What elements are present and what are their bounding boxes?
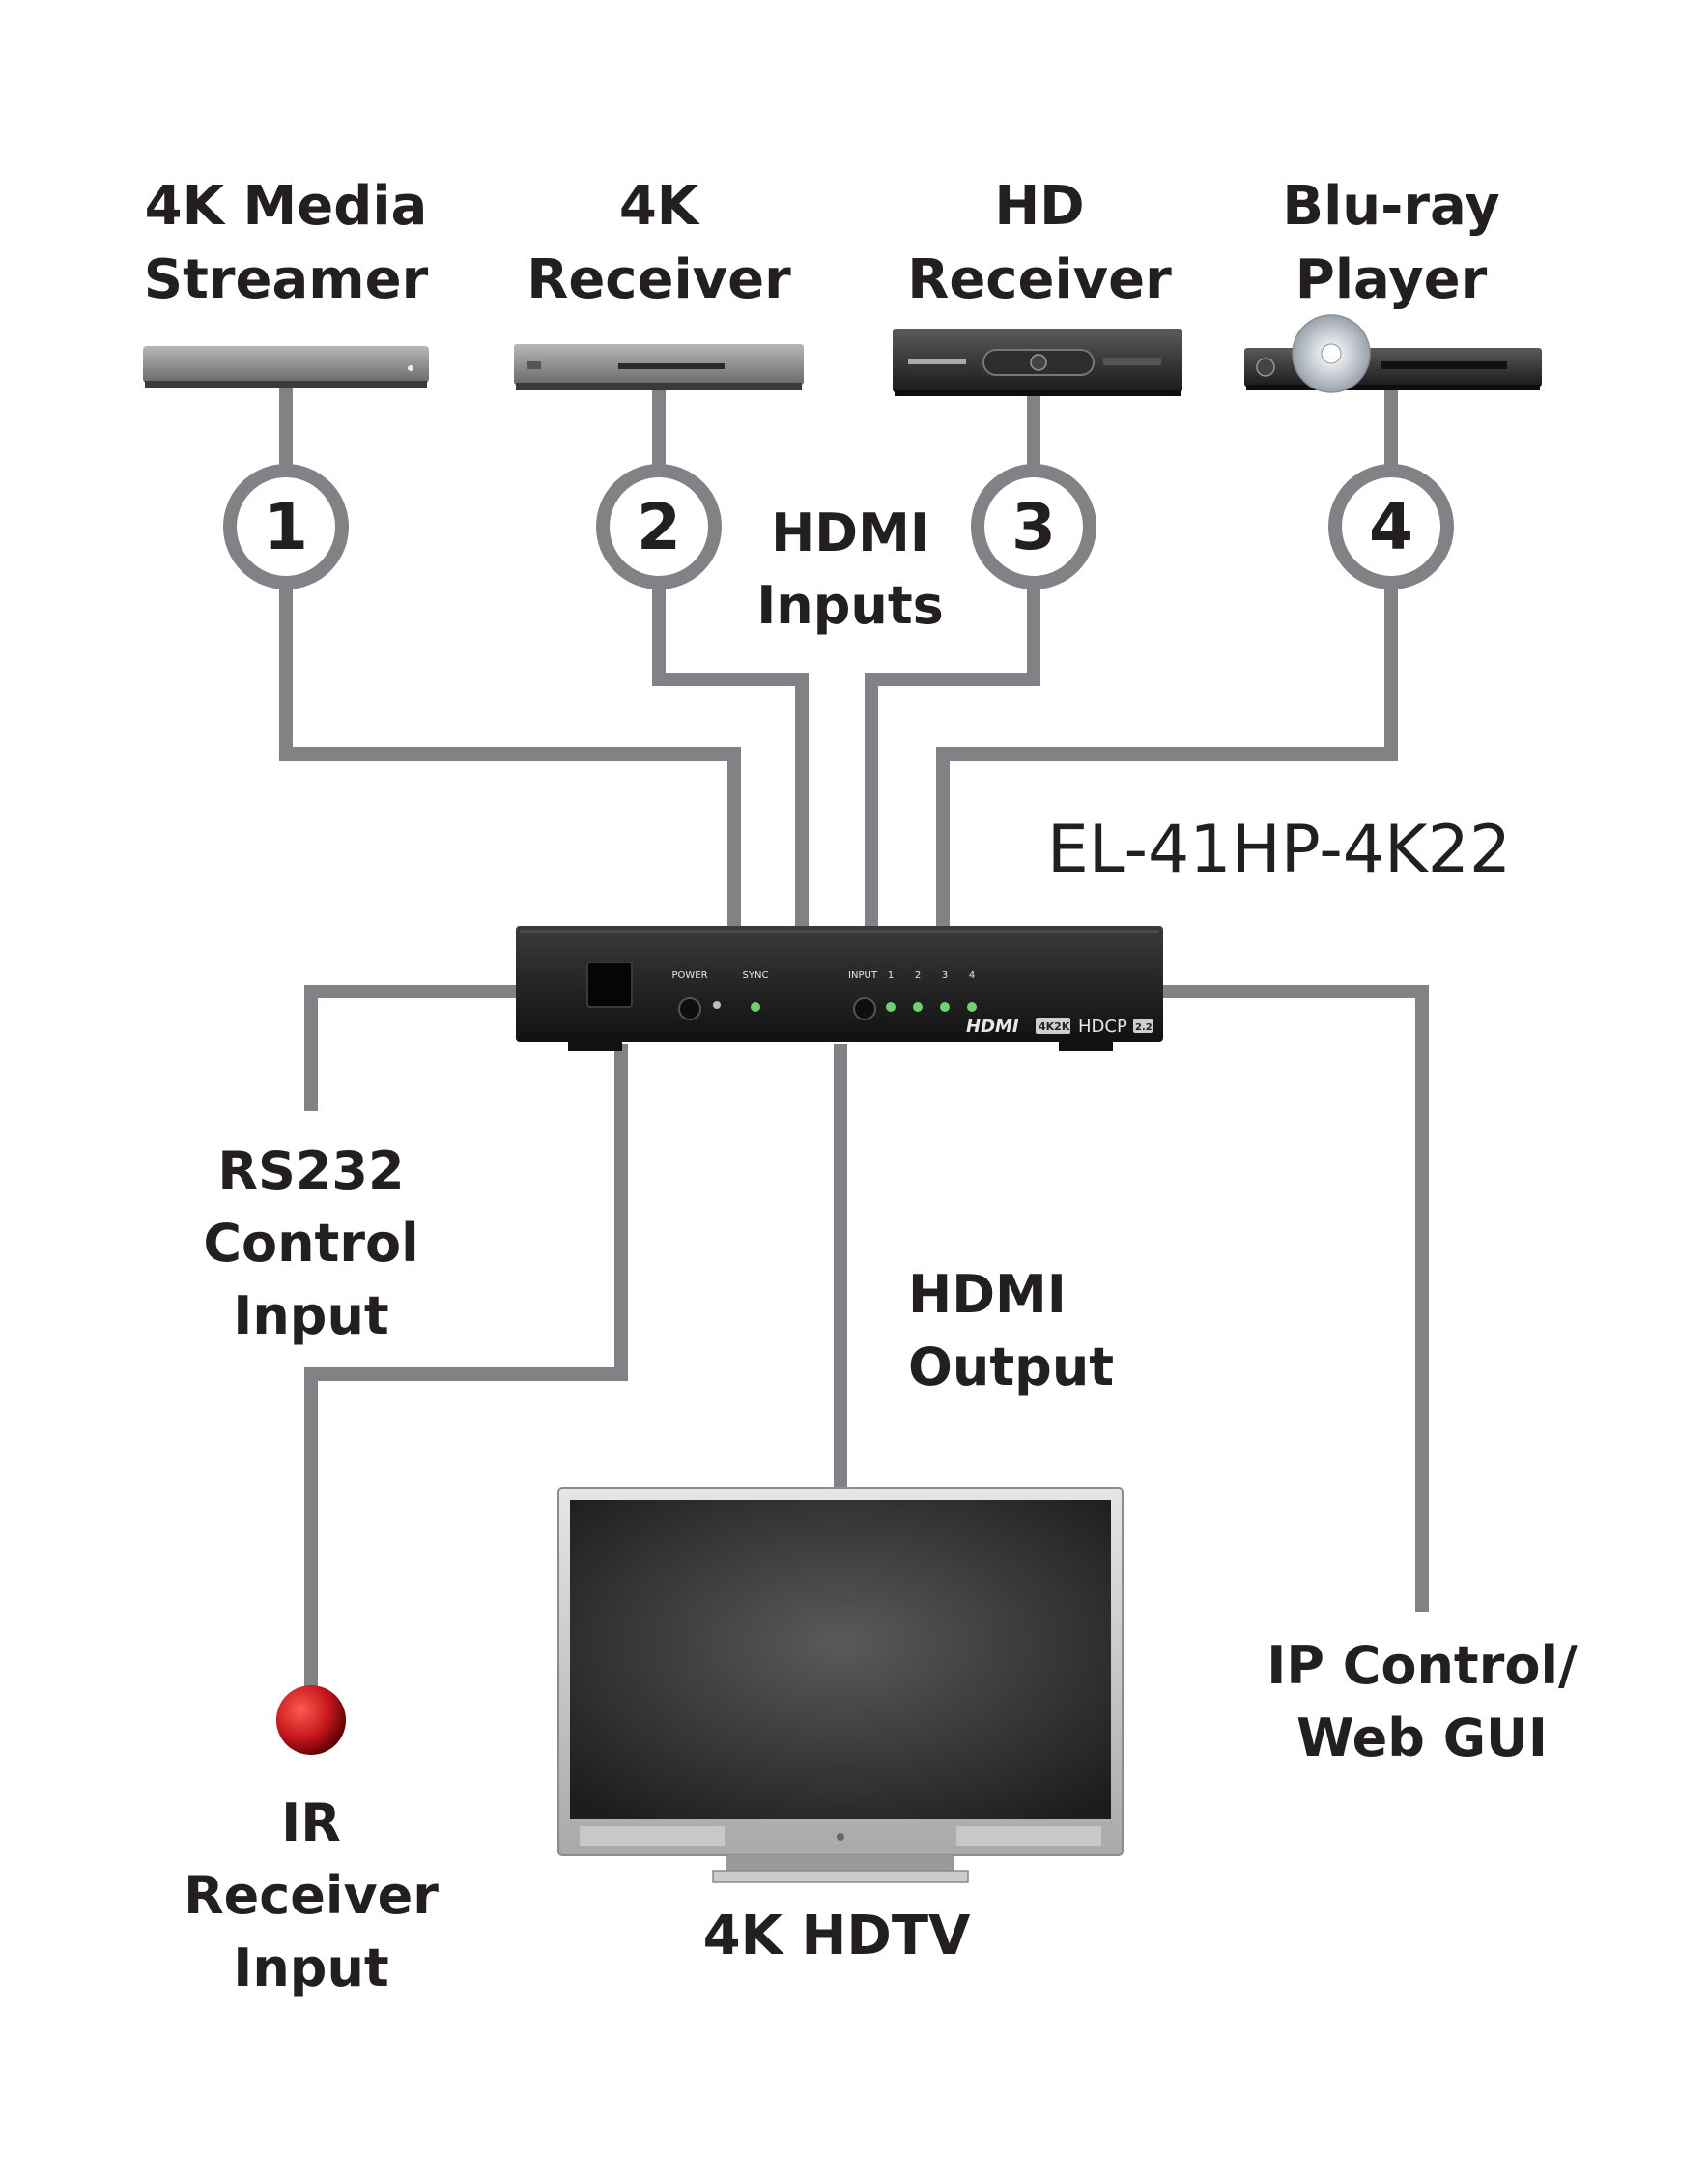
source-1-label-line2: Streamer [144, 248, 429, 311]
port-4-number: 4 [1369, 490, 1413, 564]
4k-receiver-image [514, 344, 804, 390]
hdmi-inputs-label-line2: Inputs [756, 575, 944, 636]
input-select-button[interactable] [853, 997, 876, 1020]
input-2-led [913, 1002, 923, 1012]
port-3-number: 3 [1011, 490, 1056, 564]
wire-input-3 [865, 383, 1040, 926]
rs232-label-line2: Control [203, 1213, 418, 1274]
wire-ir [304, 1044, 628, 1691]
input-4-label: 4 [969, 970, 975, 981]
port-2-circle [596, 464, 722, 589]
hdcp-version: 2.2 [1135, 1022, 1153, 1033]
ir-receiver-icon [276, 1685, 346, 1755]
source-1-label-line1: 4K Media [145, 175, 428, 238]
ir-sensor-window [586, 962, 633, 1008]
input-2-label: 2 [915, 970, 921, 981]
hdcp-logo: HDCP [1078, 1017, 1127, 1037]
rs232-label-line1: RS232 [217, 1140, 404, 1201]
model-name: EL-41HP-4K22 [1047, 812, 1511, 888]
source-labels: 4K Media Streamer 4K Receiver HD Receive… [144, 175, 1500, 311]
input-4-led [967, 1002, 977, 1012]
hdtv-label: 4K HDTV [703, 1905, 971, 1967]
bluray-player-image [1244, 314, 1542, 393]
port-2-number: 2 [637, 490, 681, 564]
source-3-label-line2: Receiver [907, 248, 1172, 311]
ip-label-line1: IP Control/ [1267, 1635, 1578, 1696]
power-led [713, 1001, 721, 1009]
hdmi-output-label-line2: Output [908, 1336, 1114, 1397]
media-streamer-image [143, 346, 429, 388]
port-1-circle [223, 464, 349, 589]
port-1-number: 1 [264, 490, 308, 564]
input-1-label: 1 [888, 970, 894, 981]
rs232-label-line3: Input [233, 1285, 388, 1346]
power-label: POWER [671, 970, 707, 981]
port-3-circle [971, 464, 1096, 589]
port-4-circle [1328, 464, 1454, 589]
sync-label: SYNC [743, 970, 769, 981]
sync-led [751, 1002, 760, 1012]
hdmi-inputs-label-line1: HDMI [771, 502, 929, 563]
4k2k-logo: 4K2K [1039, 1020, 1070, 1033]
source-2-label-line1: 4K [619, 175, 701, 238]
input-3-led [940, 1002, 950, 1012]
source-4-label-line1: Blu-ray [1282, 175, 1499, 238]
ip-label-line2: Web GUI [1296, 1708, 1548, 1768]
source-4-label-line2: Player [1295, 248, 1488, 311]
ir-label-line2: Receiver [184, 1865, 439, 1926]
wire-ip [1163, 985, 1429, 1612]
wire-rs232 [304, 985, 518, 1111]
hdmi-switcher-device: POWER SYNC INPUT 1 2 3 4 HDMI 4K2K HDCP … [516, 926, 1163, 1051]
input-3-label: 3 [942, 970, 948, 981]
hdmi-output-label-line1: HDMI [908, 1264, 1067, 1325]
port-circles: 1 2 3 4 [223, 464, 1454, 589]
hd-receiver-image [893, 329, 1182, 396]
power-button[interactable] [678, 997, 701, 1020]
input-label: INPUT [848, 970, 878, 981]
input-1-led [886, 1002, 896, 1012]
ir-label-line3: Input [233, 1938, 388, 1998]
source-2-label-line2: Receiver [527, 248, 791, 311]
hdmi-logo: HDMI [966, 1017, 1019, 1037]
hdtv-image [557, 1487, 1124, 1883]
source-3-label-line1: HD [994, 175, 1084, 238]
ir-label-line1: IR [281, 1793, 341, 1853]
wire-input-1 [279, 383, 741, 926]
